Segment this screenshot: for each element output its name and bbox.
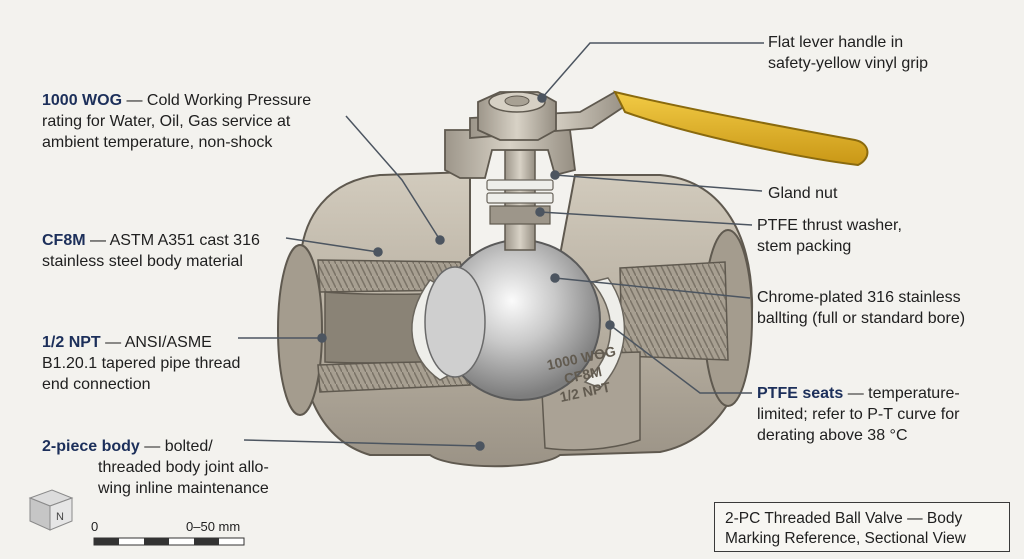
- ptfe-seat-right: [583, 277, 626, 389]
- callout-handle: Flat lever handle in safety-yellow vinyl…: [768, 34, 929, 72]
- callout-wog: 1000 WOG — Cold Working Pressure rating …: [42, 92, 312, 151]
- callout-seats-key: PTFE seats: [757, 385, 844, 402]
- callout-2piece-body: 2-piece body — bolted/ threaded body joi…: [42, 438, 269, 497]
- stem-assembly: [486, 149, 554, 251]
- callout-npt: 1/2 NPT — ANSI/ASME B1.20.1 tapered pipe…: [42, 334, 241, 393]
- scale-bar: [93, 537, 245, 546]
- scale-zero-label: 0: [91, 519, 99, 534]
- hex-nut: [477, 91, 557, 141]
- gland-nut: [444, 129, 576, 179]
- callout-gland-nut: Gland nut: [768, 185, 838, 202]
- title-line-2: Marking Reference, Sectional View: [725, 530, 966, 547]
- callout-cf8m-key: CF8M: [42, 232, 86, 249]
- callout-ptfe-seats: PTFE seats — temperature- limited; refer…: [757, 385, 960, 444]
- title-block: 2-PC Threaded Ball Valve — Body Marking …: [714, 502, 1010, 552]
- orientation-cube: N: [28, 489, 74, 531]
- callout-body-key: 2-piece body: [42, 438, 140, 455]
- scale-range-label: 0–50 mm: [186, 519, 241, 534]
- callout-ball: Chrome-plated 316 stainless ballting (fu…: [757, 289, 966, 327]
- callout-cf8m: CF8M — ASTM A351 cast 316 stainless stee…: [42, 232, 260, 270]
- callout-wog-key: 1000 WOG: [42, 92, 123, 109]
- orientation-label: N: [56, 511, 64, 523]
- title-line-1: 2-PC Threaded Ball Valve — Body: [725, 510, 963, 527]
- leader-lines: [238, 42, 764, 451]
- callout-ptfe-washer: PTFE thrust washer, stem packing: [757, 217, 902, 255]
- marking-cf8m: CF8M: [563, 363, 604, 387]
- callout-npt-key: 1/2 NPT: [42, 334, 101, 351]
